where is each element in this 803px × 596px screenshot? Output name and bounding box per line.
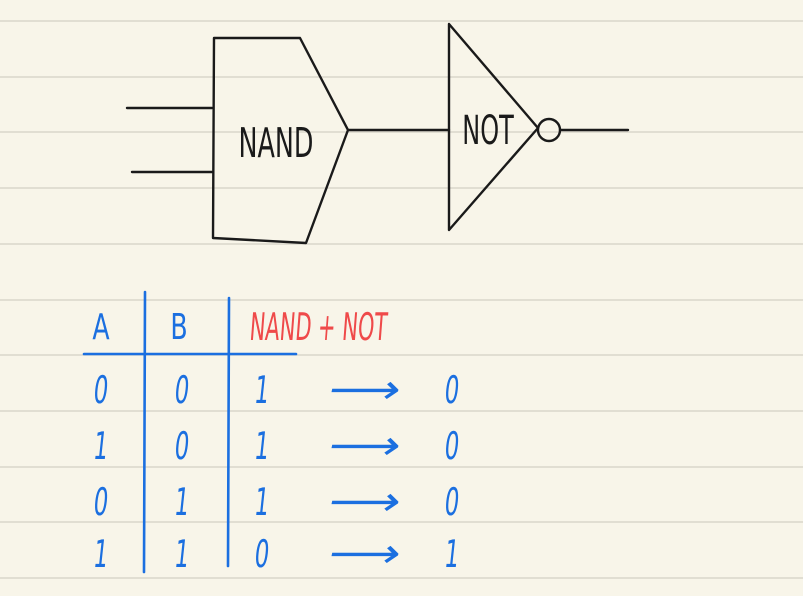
cell-b: 0 bbox=[172, 425, 191, 468]
header-a: A bbox=[92, 307, 109, 349]
cell-nand: 0 bbox=[252, 533, 271, 576]
column-divider-1 bbox=[142, 290, 147, 574]
column-divider-2 bbox=[226, 296, 231, 568]
cell-arrow: ⟶ bbox=[324, 478, 406, 524]
not-inversion-bubble bbox=[536, 117, 562, 143]
cell-nand: 1 bbox=[252, 369, 271, 412]
nand-gate-body bbox=[211, 36, 350, 245]
cell-b: 1 bbox=[172, 481, 191, 524]
header-result: NAND + NOT bbox=[248, 305, 389, 350]
cell-b: 0 bbox=[172, 369, 191, 412]
cell-a: 0 bbox=[91, 369, 110, 412]
cell-a: 1 bbox=[91, 425, 110, 468]
header-b: B bbox=[170, 307, 187, 349]
cell-arrow: ⟶ bbox=[324, 530, 406, 576]
not-gate-body bbox=[447, 22, 540, 232]
cell-output: 0 bbox=[442, 425, 461, 468]
cell-nand: 1 bbox=[252, 481, 271, 524]
cell-nand: 1 bbox=[252, 425, 271, 468]
nand-gate-label: NAND bbox=[239, 120, 314, 168]
cell-a: 1 bbox=[91, 533, 110, 576]
cell-b: 1 bbox=[172, 533, 191, 576]
not-gate-label: NOT bbox=[462, 106, 514, 153]
gate-diagram bbox=[125, 22, 630, 245]
cell-arrow: ⟶ bbox=[324, 366, 406, 412]
cell-arrow: ⟶ bbox=[324, 422, 406, 468]
cell-output: 0 bbox=[442, 369, 461, 412]
cell-output: 1 bbox=[442, 533, 461, 576]
cell-output: 0 bbox=[442, 481, 461, 524]
cell-a: 0 bbox=[91, 481, 110, 524]
truth-table-rows: 0 0 1 ⟶ 0 1 0 1 ⟶ 0 0 1 1 ⟶ 0 1 1 0 ⟶ 1 bbox=[91, 366, 461, 576]
truth-table-grid bbox=[82, 290, 298, 574]
